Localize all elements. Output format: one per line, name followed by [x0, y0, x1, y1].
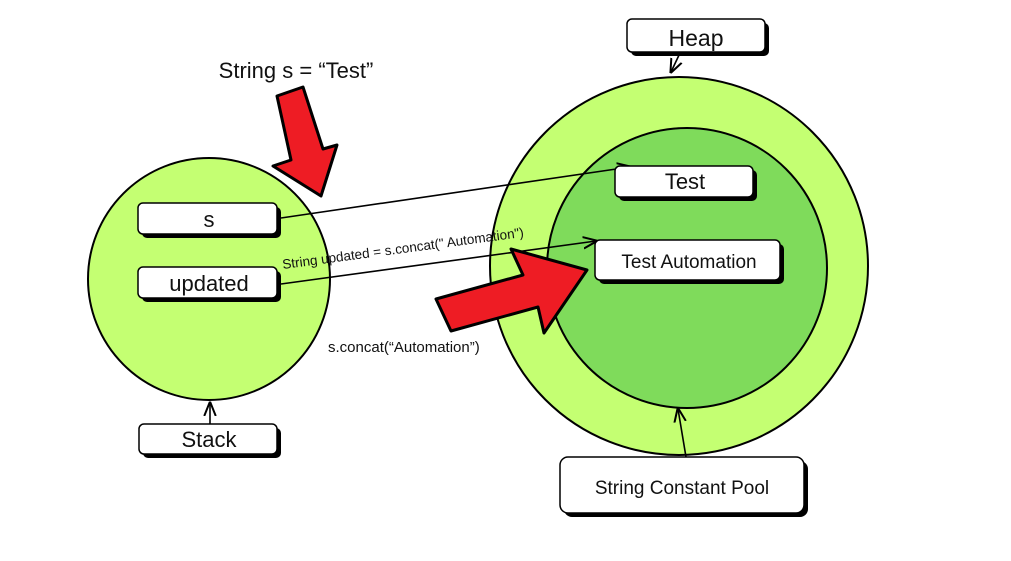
string-pool-label-box [559, 456, 805, 514]
declaration-caption: String s = “Test” [219, 58, 374, 83]
updated-variable-label: updated [169, 271, 249, 296]
pool-label-pointer [678, 409, 687, 458]
heap-label-box [626, 18, 766, 53]
concat-call-caption: s.concat(“Automation”) [328, 339, 480, 356]
s-variable-box [137, 202, 278, 235]
s-to-test-arrow [280, 167, 630, 219]
updated-to-test-automation-arrow [280, 241, 596, 285]
test-automation-object-box [594, 239, 781, 281]
test-automation-object-label: Test Automation [621, 252, 756, 273]
stack-label: Stack [181, 427, 237, 452]
s-variable-label: s [204, 207, 215, 232]
updated-variable-box [137, 266, 278, 299]
test-object-box [614, 165, 754, 198]
red-arrow-concat [434, 247, 589, 335]
test-object-label: Test [665, 169, 705, 194]
heap-label-pointer [671, 52, 680, 72]
string-pool-label: String Constant Pool [595, 478, 769, 499]
heap-label: Heap [669, 25, 724, 51]
stack-label-box [138, 423, 278, 455]
red-arrow-declaration [271, 85, 339, 198]
